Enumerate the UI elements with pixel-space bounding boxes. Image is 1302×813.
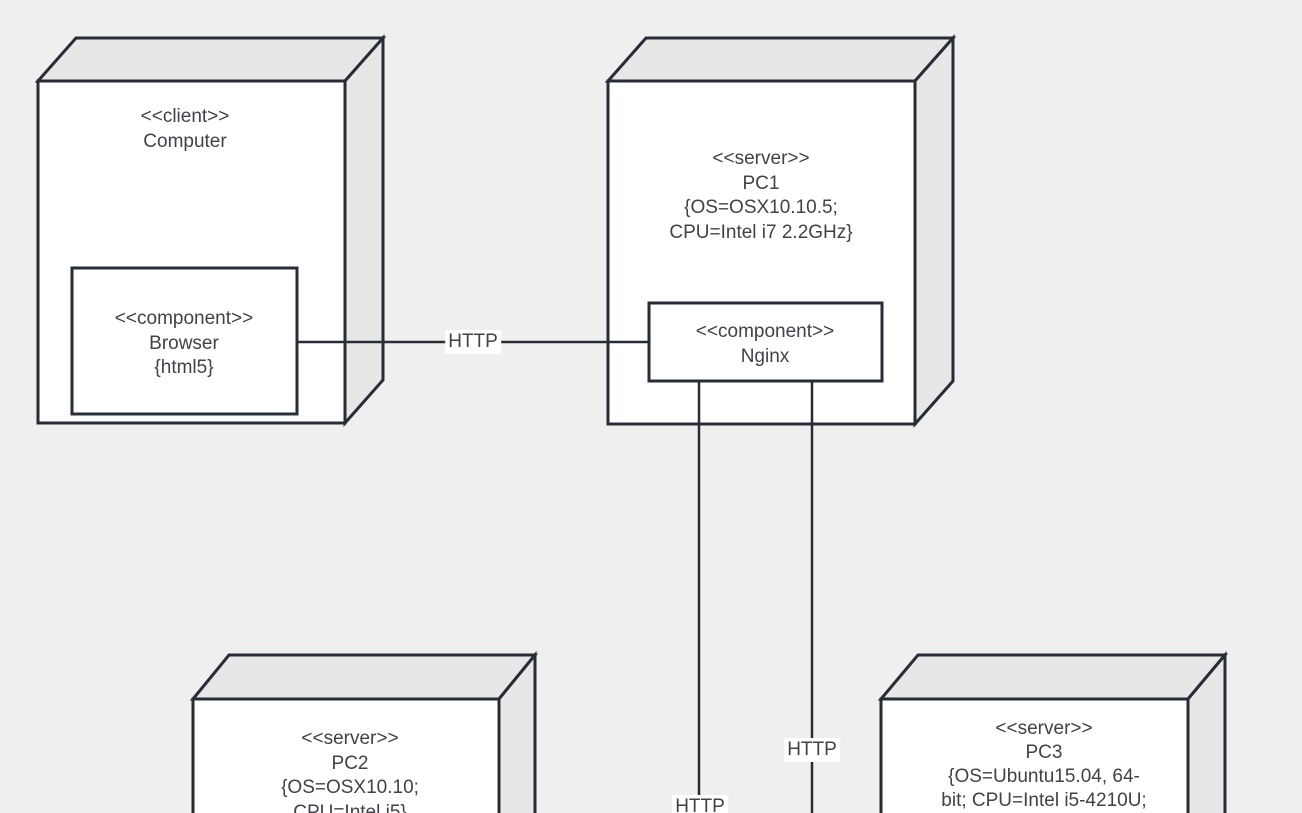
- node-pc3-props-line1: {OS=Ubuntu15.04, 64-: [948, 766, 1140, 787]
- node-pc1-props-line1: {OS=OSX10.10.5;: [684, 197, 838, 218]
- node-pc1-name: PC1: [742, 172, 780, 194]
- node-pc2-front-face: [191, 697, 501, 813]
- node-pc1-stereotype: <<server>>: [712, 148, 810, 169]
- node-pc1-side-face: [913, 34, 955, 428]
- node-pc2-props-line1: {OS=OSX10.10;: [281, 777, 419, 798]
- node-computer-name: Computer: [143, 131, 227, 152]
- node-pc3[interactable]: [877, 650, 1229, 813]
- node-pc3-label: <<server>> PC3 {OS=Ubuntu15.04, 64- bit;…: [941, 717, 1146, 813]
- node-pc2-top-face: [189, 653, 539, 701]
- edge-label-nginx-left[interactable]: HTTP: [672, 795, 728, 813]
- node-pc3-top-face: [877, 653, 1229, 701]
- node-pc3-stereotype: <<server>>: [995, 718, 1093, 739]
- node-pc2-stereotype: <<server>>: [301, 728, 399, 749]
- node-computer-stereotype: <<client>>: [140, 106, 230, 127]
- node-pc2-name: PC2: [331, 752, 369, 774]
- node-pc1-top-face: [604, 36, 957, 83]
- component-nginx-stereotype: <<component>>: [695, 321, 835, 342]
- node-pc3-name: PC3: [1025, 742, 1063, 763]
- component-browser-props: {html5}: [154, 357, 214, 378]
- edge-label-browser-nginx[interactable]: HTTP: [445, 330, 501, 354]
- component-nginx-name: Nginx: [740, 346, 790, 367]
- node-pc1-label: <<server>> PC1 {OS=OSX10.10.5; CPU=Intel…: [669, 147, 852, 245]
- component-browser-label: <<component>> Browser {html5}: [115, 307, 253, 381]
- node-pc1[interactable]: [604, 34, 957, 428]
- node-pc2-props-line2: CPU=Intel i5}: [293, 801, 407, 813]
- edge-label-nginx-right[interactable]: HTTP: [784, 738, 840, 762]
- node-pc3-front-face: [879, 697, 1190, 813]
- node-computer-top-face: [34, 36, 387, 83]
- node-computer-side-face: [343, 34, 385, 427]
- component-browser-name: Browser: [149, 332, 219, 354]
- component-browser-stereotype: <<component>>: [114, 308, 254, 329]
- node-pc2[interactable]: [189, 650, 539, 813]
- node-pc2-label: <<server>> PC2 {OS=OSX10.10; CPU=Intel i…: [281, 727, 419, 813]
- component-nginx-label: <<component>> Nginx: [696, 319, 834, 369]
- node-pc1-props-line2: CPU=Intel i7 2.2GHz}: [669, 221, 853, 243]
- node-computer-label: <<client>> Computer: [141, 104, 230, 154]
- node-pc3-props-line2: bit; CPU=Intel i5-4210U;: [941, 790, 1147, 811]
